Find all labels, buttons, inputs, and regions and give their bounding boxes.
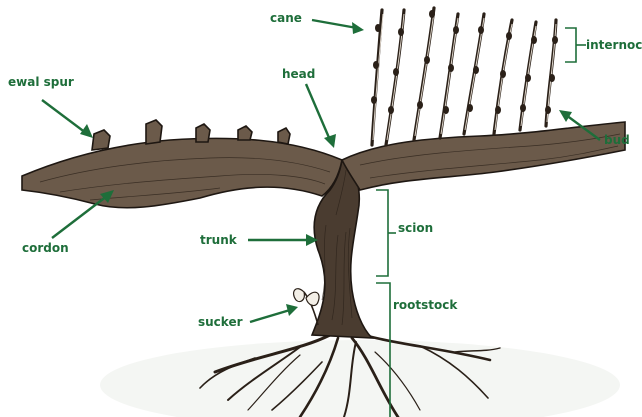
sucker-shoot	[294, 289, 320, 325]
label-internode: internoc	[586, 38, 642, 52]
label-sucker: sucker	[198, 315, 243, 329]
label-cordon: cordon	[22, 241, 69, 255]
label-renewal-spur: ewal spur	[8, 75, 74, 89]
label-trunk: trunk	[200, 233, 238, 247]
label-scion: scion	[398, 221, 433, 235]
label-rootstock: rootstock	[393, 298, 458, 312]
left-cordon	[22, 120, 342, 208]
label-cane: cane	[270, 11, 302, 25]
right-cordon	[342, 122, 625, 190]
label-bud: bud	[604, 133, 630, 147]
label-head: head	[282, 67, 315, 81]
